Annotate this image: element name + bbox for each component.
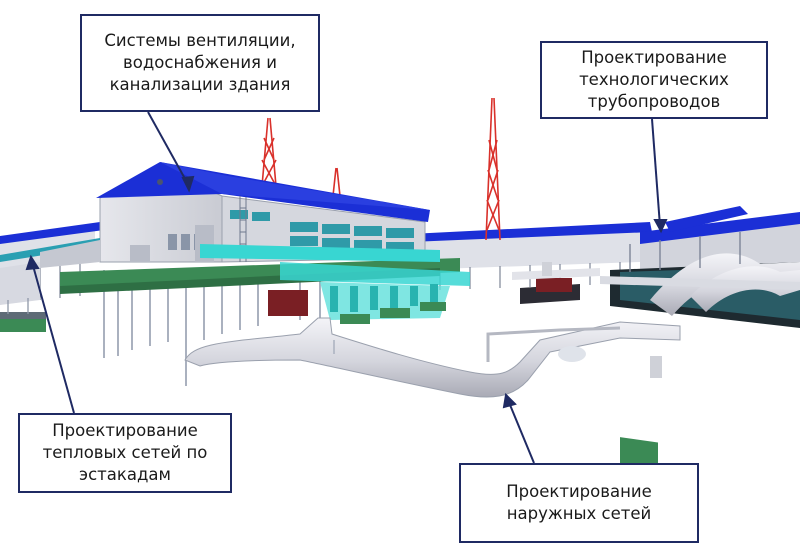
cyan-equipment [200,244,470,324]
callout-heat-networks: Проектирование тепловых сетей по эстакад… [18,413,232,493]
tech-pipelines [600,232,800,487]
callout-tech-pipelines: Проектирование технологических трубопров… [540,41,768,119]
callout-external-networks: Проектирование наружных сетей [459,463,699,543]
building-piles [103,270,321,386]
equipment-unit [268,290,308,316]
external-pipe [184,317,681,398]
radio-towers [261,97,501,241]
central-equipment [512,262,600,304]
callout-ventilation: Системы вентиляции, водоснабжения и кана… [80,14,320,112]
